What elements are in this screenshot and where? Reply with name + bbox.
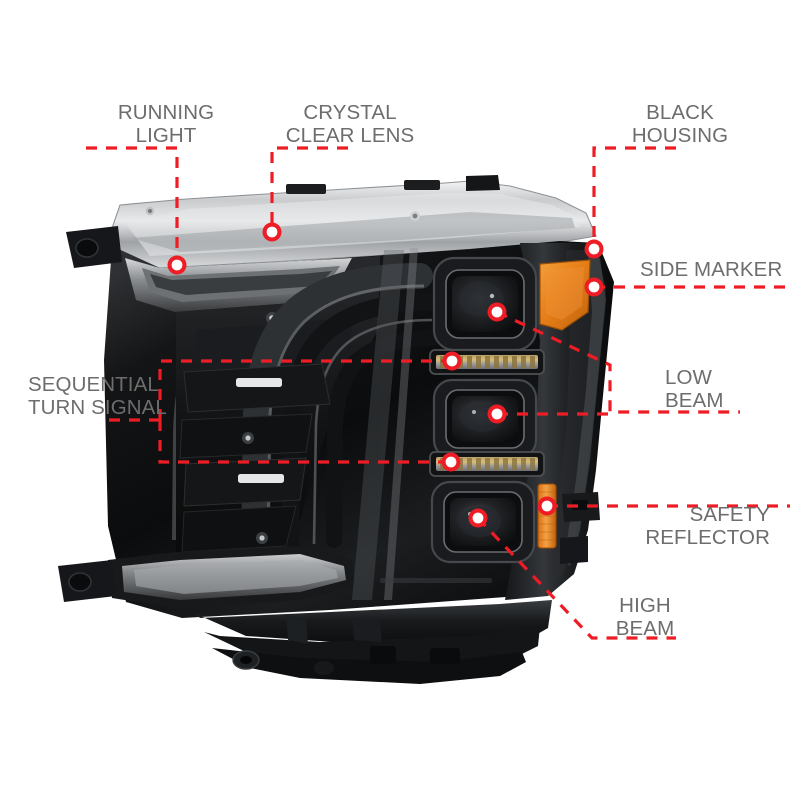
label-side-marker: SIDE MARKER <box>640 258 783 281</box>
safety-reflector-lens <box>537 483 557 549</box>
label-black-housing: BLACK HOUSING <box>631 101 729 147</box>
label-running-light: RUNNING LIGHT <box>117 101 215 147</box>
leader-turn-signal-lower <box>158 420 451 464</box>
label-safety-reflector: SAFETY REFLECTOR <box>645 503 770 549</box>
leader-running-light <box>86 146 179 265</box>
projector-stack <box>430 256 538 564</box>
label-sequential-turn-signal: SEQUENTIAL TURN SIGNAL <box>28 373 167 419</box>
label-crystal-clear-lens: CRYSTAL CLEAR LENS <box>285 101 415 147</box>
label-high-beam: HIGH BEAM <box>615 594 675 640</box>
leader-black-housing <box>592 146 676 249</box>
leader-crystal-clear-lens <box>270 146 348 232</box>
side-marker-lens <box>539 259 591 331</box>
callout-dots <box>167 222 604 528</box>
label-low-beam: LOW BEAM <box>665 366 724 412</box>
led-turn-strips <box>429 349 545 477</box>
